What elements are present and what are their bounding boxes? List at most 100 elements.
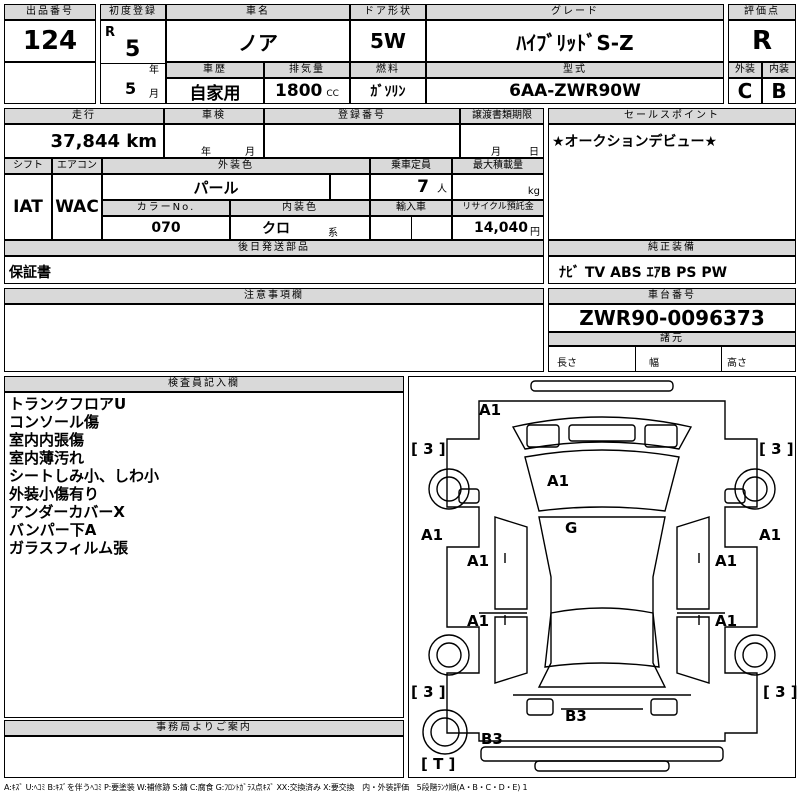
shift: IAT xyxy=(4,174,52,240)
lot-number: 124 xyxy=(4,20,96,62)
inspection-box: 年 月 xyxy=(164,124,264,158)
inspector-note: バンパー下A xyxy=(9,521,97,539)
capacity-unit: 人 xyxy=(437,183,447,195)
lot-label: 出品番号 xyxy=(4,4,96,20)
int-color: クロ xyxy=(262,221,290,237)
int-rating: B xyxy=(762,78,796,104)
inspector-notes: トランクフロアU コンソール傷 室内内張傷 室内薄汚れ シートしみ小、しわ小 外… xyxy=(4,392,404,718)
transfer-day-unit: 日 xyxy=(529,147,539,158)
equip-box: ﾅﾋﾞ TV ABS ｴｱB PS PW xyxy=(548,256,796,284)
inspection-year-unit: 年 xyxy=(201,147,211,158)
sales-point: ★オークションデビュー★ xyxy=(552,134,718,150)
ac: WAC xyxy=(52,174,102,240)
equipment: ﾅﾋﾞ TV ABS ｴｱB PS PW xyxy=(559,265,728,281)
damage-code: B3 xyxy=(565,707,587,725)
mileage: 37,844 km xyxy=(4,124,164,158)
height-label: 高さ xyxy=(727,358,747,369)
door-label: ドア形状 xyxy=(350,4,426,20)
chassis-number: ZWR90-0096373 xyxy=(548,304,796,332)
office-box xyxy=(4,736,404,778)
fuel: ｶﾞｿﾘﾝ xyxy=(350,78,426,104)
damage-code: A1 xyxy=(715,612,738,630)
damage-code: A1 xyxy=(547,472,570,490)
recycle-label: リサイクル預託金 xyxy=(452,200,544,216)
transfer-label: 譲渡書類期限 xyxy=(460,108,544,124)
office-label: 事務局よりご案内 xyxy=(4,720,404,736)
damage-code: A1 xyxy=(715,552,738,570)
displacement-label: 排気量 xyxy=(264,62,350,78)
car-outline-svg xyxy=(422,380,776,772)
load-label: 最大積載量 xyxy=(452,158,544,174)
dims-label: 諸元 xyxy=(548,332,796,346)
transfer-box: 月 日 xyxy=(460,124,544,158)
damage-code: G xyxy=(565,519,578,537)
tire-mark-front-left: [ 3 ] xyxy=(411,440,446,458)
damage-code: A1 xyxy=(759,526,782,544)
ext-label: 外装 xyxy=(728,62,762,78)
notes-box xyxy=(4,304,544,372)
model: 6AA-ZWR90W xyxy=(426,78,724,104)
reg-label: 初度登録 xyxy=(100,4,166,20)
history: 自家用 xyxy=(166,78,264,104)
reg-year: 5 xyxy=(125,37,141,62)
inspector-note: 室内内張傷 xyxy=(9,431,85,449)
ac-label: エアコン xyxy=(52,158,102,174)
damage-code: A1 xyxy=(421,526,444,544)
inspector-note: ガラスフィルム張 xyxy=(9,539,129,557)
dims-box: 長さ 幅 高さ xyxy=(548,346,796,372)
grade-label: グレード xyxy=(426,4,724,20)
chassis-label: 車台番号 xyxy=(548,288,796,304)
sales-label: セールスポイント xyxy=(548,108,796,124)
int-color-label: 内装色 xyxy=(230,200,370,216)
mileage-label: 走行 xyxy=(4,108,164,124)
reg-box: R 5 年 5 月 xyxy=(100,20,166,104)
import-box xyxy=(370,216,452,240)
capacity-cell: 7 人 xyxy=(370,174,452,200)
later-label: 後日発送部品 xyxy=(4,240,544,256)
shift-label: シフト xyxy=(4,158,52,174)
damage-code: A1 xyxy=(479,401,502,419)
later-box: 保証書 xyxy=(4,256,544,284)
tire-mark-spare: [ T ] xyxy=(421,755,456,773)
car-name: ノア xyxy=(166,20,350,62)
displacement: 1800 xyxy=(275,81,323,101)
recycle-cell: 14,040 円 xyxy=(452,216,544,240)
exterior-color: パール xyxy=(102,174,330,200)
reg-month-unit: 月 xyxy=(149,89,159,100)
reg-month: 5 xyxy=(125,79,137,98)
ext-rating: C xyxy=(728,78,762,104)
damage-code: B3 xyxy=(481,730,503,748)
inspector-note: トランクフロアU xyxy=(9,395,127,413)
later-parts: 保証書 xyxy=(9,265,51,281)
door-type: 5W xyxy=(350,20,426,62)
inspector-note: 室内薄汚れ xyxy=(9,449,85,467)
transfer-month-unit: 月 xyxy=(491,147,501,158)
damage-code: A1 xyxy=(467,552,490,570)
reg-era: R xyxy=(105,25,116,40)
legend: A:ｷｽﾞ U:ﾍｺﾐ B:ｷｽﾞを伴うﾍｺﾐ P:要塗装 W:補修跡 S:錆 … xyxy=(4,783,528,792)
car-diagram: [ 3 ] [ 3 ] [ 3 ] [ 3 ] [ T ] A1 A1 G A1… xyxy=(408,376,798,778)
history-label: 車歴 xyxy=(166,62,264,78)
int-label: 内装 xyxy=(762,62,796,78)
color-label: 外装色 xyxy=(102,158,370,174)
int-color-cell: クロ 系 xyxy=(230,216,370,240)
grade: ﾊｲﾌﾞﾘｯﾄﾞS-Z xyxy=(426,20,724,62)
inspection-month-unit: 月 xyxy=(245,147,255,158)
score-label: 評価点 xyxy=(728,4,796,20)
load-cell: kg xyxy=(452,174,544,200)
load-unit: kg xyxy=(527,186,540,197)
sales-box: ★オークションデビュー★ xyxy=(548,124,796,240)
reg-year-unit: 年 xyxy=(149,65,159,76)
inspector-note: アンダーカバーX xyxy=(9,503,125,521)
recycle: 14,040 xyxy=(473,220,528,236)
equip-label: 純正装備 xyxy=(548,240,796,256)
length-label: 長さ xyxy=(557,358,577,369)
capacity: 7 xyxy=(417,177,429,197)
width-label: 幅 xyxy=(649,358,659,369)
capacity-label: 乗車定員 xyxy=(370,158,452,174)
inspection-label: 車検 xyxy=(164,108,264,124)
import-label: 輸入車 xyxy=(370,200,452,216)
plate-label: 登録番号 xyxy=(264,108,460,124)
score: R xyxy=(728,20,796,62)
name-label: 車名 xyxy=(166,4,350,20)
